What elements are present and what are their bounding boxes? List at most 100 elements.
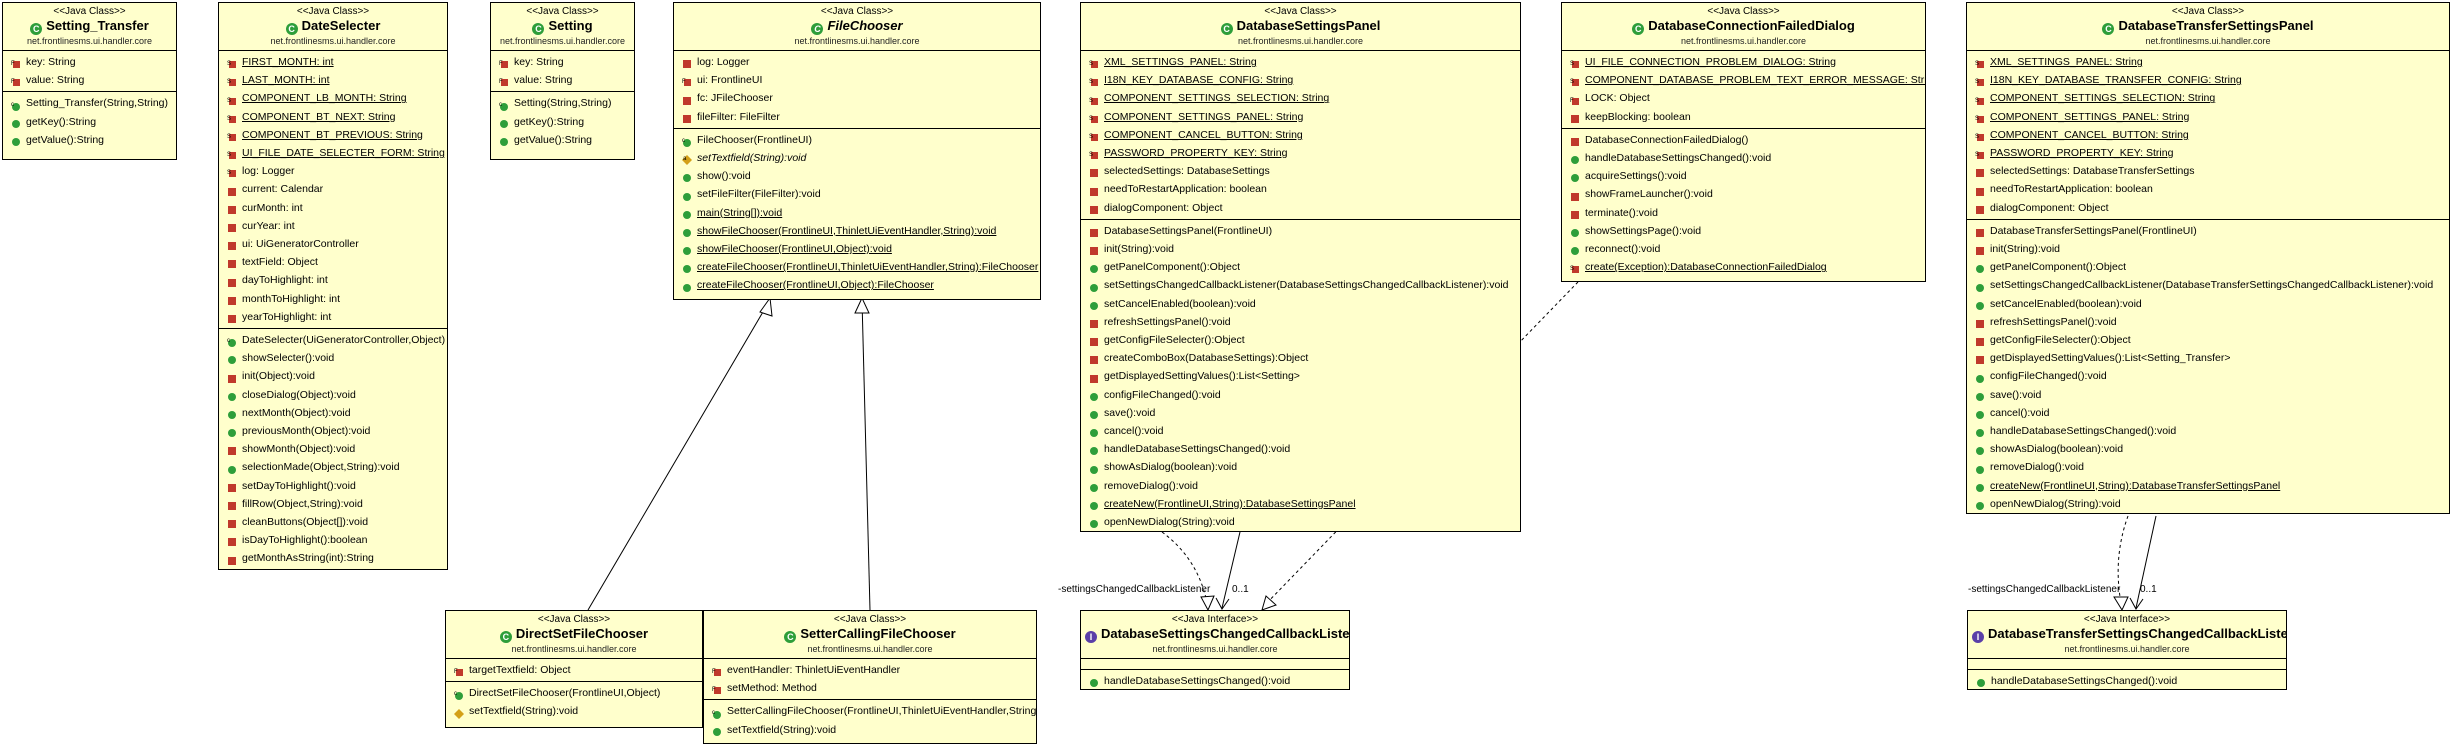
operation-row[interactable]: cleanButtons(Object[]):void xyxy=(219,513,447,531)
operation-row[interactable]: fillRow(Object,String):void xyxy=(219,495,447,513)
operation-row[interactable]: setCancelEnabled(boolean):void xyxy=(1081,295,1520,313)
attribute-row[interactable]: dialogComponent: Object xyxy=(1967,199,2449,217)
operation-row[interactable]: getValue():String xyxy=(3,131,176,149)
operation-row[interactable]: save():void xyxy=(1081,404,1520,422)
operation-row[interactable]: terminate():void xyxy=(1562,204,1925,222)
attribute-row[interactable]: log: Logger xyxy=(674,53,1040,71)
operation-row[interactable]: showAsDialog(boolean):void xyxy=(1081,458,1520,476)
operation-row[interactable]: handleDatabaseSettingsChanged():void xyxy=(1562,149,1925,167)
operation-row[interactable]: openNewDialog(String):void xyxy=(1967,495,2449,513)
attribute-row[interactable]: textField: Object xyxy=(219,253,447,271)
operation-row[interactable]: isDayToHighlight():boolean xyxy=(219,531,447,549)
operation-row[interactable]: handleDatabaseSettingsChanged():void xyxy=(1968,672,2286,689)
operation-row[interactable]: cancel():void xyxy=(1081,422,1520,440)
attribute-row[interactable]: yearToHighlight: int xyxy=(219,308,447,326)
operation-row[interactable]: getConfigFileSelecter():Object xyxy=(1081,331,1520,349)
operation-row[interactable]: DatabaseTransferSettingsPanel(FrontlineU… xyxy=(1967,222,2449,240)
operation-row[interactable]: getPanelComponent():Object xyxy=(1967,258,2449,276)
operation-row[interactable]: getValue():String xyxy=(491,131,634,149)
operation-row[interactable]: showSelecter():void xyxy=(219,349,447,367)
attribute-row[interactable]: curMonth: int xyxy=(219,199,447,217)
operation-row[interactable]: showAsDialog(boolean):void xyxy=(1967,440,2449,458)
attribute-row[interactable]: dialogComponent: Object xyxy=(1081,199,1520,217)
operation-row[interactable]: main(String[]):void xyxy=(674,204,1040,222)
operation-row[interactable]: init(String):void xyxy=(1081,240,1520,258)
attribute-row[interactable]: monthToHighlight: int xyxy=(219,290,447,308)
attribute-row[interactable]: dayToHighlight: int xyxy=(219,271,447,289)
operation-row[interactable]: createFileChooser(FrontlineUI,Object):Fi… xyxy=(674,276,1040,294)
attribute-row[interactable]: fileFilter: FileFilter xyxy=(674,108,1040,126)
operation-row[interactable]: removeDialog():void xyxy=(1081,477,1520,495)
operation-row[interactable]: showFrameLauncher():void xyxy=(1562,185,1925,203)
operation-row[interactable]: selectionMade(Object,String):void xyxy=(219,458,447,476)
operation-row[interactable]: createNew(FrontlineUI,String):DatabaseSe… xyxy=(1081,495,1520,513)
attribute-row[interactable]: needToRestartApplication: boolean xyxy=(1967,180,2449,198)
attribute-row[interactable]: needToRestartApplication: boolean xyxy=(1081,180,1520,198)
operation-row[interactable]: acquireSettings():void xyxy=(1562,167,1925,185)
operation-row[interactable]: init(String):void xyxy=(1967,240,2449,258)
attribute-row[interactable]: ui: UiGeneratorController xyxy=(219,235,447,253)
operation-row[interactable]: setTextfield(String):void xyxy=(446,702,702,720)
operation-row[interactable]: DatabaseSettingsPanel(FrontlineUI) xyxy=(1081,222,1520,240)
operation-row[interactable]: createNew(FrontlineUI,String):DatabaseTr… xyxy=(1967,477,2449,495)
operation-row[interactable]: setSettingsChangedCallbackListener(Datab… xyxy=(1081,276,1520,294)
operation-row[interactable]: removeDialog():void xyxy=(1967,458,2449,476)
operation-row[interactable]: nextMonth(Object):void xyxy=(219,404,447,422)
operation-row[interactable]: showSettingsPage():void xyxy=(1562,222,1925,240)
operation-row[interactable]: setTextfield(String):void xyxy=(704,721,1036,739)
operation-row[interactable]: showMonth(Object):void xyxy=(219,440,447,458)
operation-row[interactable]: getKey():String xyxy=(3,113,176,131)
operation-row[interactable]: previousMonth(Object):void xyxy=(219,422,447,440)
operation-row[interactable]: createFileChooser(FrontlineUI,ThinletUiE… xyxy=(674,258,1040,276)
operation-row[interactable]: getConfigFileSelecter():Object xyxy=(1967,331,2449,349)
attribute-row[interactable]: keepBlocking: boolean xyxy=(1562,108,1925,126)
attribute-row[interactable]: fc: JFileChooser xyxy=(674,89,1040,107)
operation-row[interactable]: showFileChooser(FrontlineUI,Object):void xyxy=(674,240,1040,258)
operation-row[interactable]: setCancelEnabled(boolean):void xyxy=(1967,295,2449,313)
operation-row[interactable]: getDisplayedSettingValues():List<Setting… xyxy=(1967,349,2449,367)
operation-row[interactable]: getKey():String xyxy=(491,113,634,131)
operation-row[interactable]: handleDatabaseSettingsChanged():void xyxy=(1081,672,1349,689)
attribute-row[interactable]: curYear: int xyxy=(219,217,447,235)
operation-row[interactable]: save():void xyxy=(1967,386,2449,404)
operation-row[interactable]: showFileChooser(FrontlineUI,ThinletUiEve… xyxy=(674,222,1040,240)
operation-row[interactable]: getPanelComponent():Object xyxy=(1081,258,1520,276)
